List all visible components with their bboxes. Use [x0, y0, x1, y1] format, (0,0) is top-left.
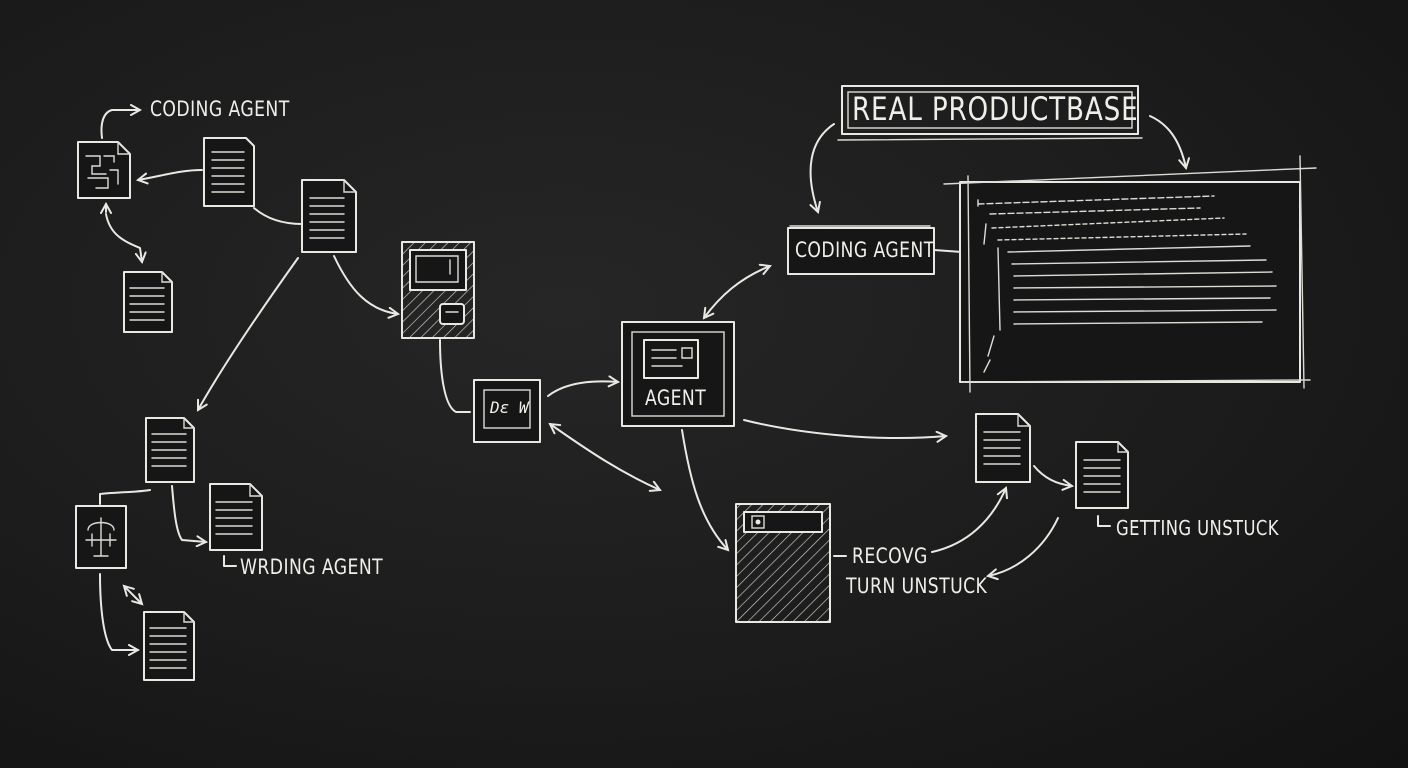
turn-unstuck-label: TURN UNSTUCK [846, 574, 988, 598]
blueprint-doc-icon [77, 141, 131, 199]
hatched-window-box [735, 503, 831, 623]
agent-box[interactable] [621, 321, 735, 427]
document-icon [123, 271, 173, 333]
agent-label: AGENT [645, 386, 707, 410]
coding-agent-label-right: CODING AGENT [795, 238, 935, 262]
tree-upload-icon [75, 505, 127, 569]
document-icon [975, 413, 1031, 483]
document-icon [203, 137, 255, 207]
document-icon [1075, 441, 1129, 509]
small-doc-card [473, 379, 541, 443]
getting-unstuck-label: GETTING UNSTUCK [1116, 516, 1279, 540]
recovg-label: RECOVG [852, 544, 928, 568]
doc-glyph-text: Dɛ W [490, 398, 529, 417]
document-icon [209, 483, 263, 551]
code-window [943, 155, 1317, 393]
real-productbase-box [837, 85, 1143, 141]
hatched-device-icon [401, 241, 475, 339]
document-icon [143, 611, 195, 681]
real-productbase-label: REAL PRODUCTBASE [852, 90, 1139, 128]
document-icon [145, 417, 195, 483]
writing-agent-label: WRDING AGENT [240, 555, 384, 579]
document-icon [301, 179, 357, 253]
coding-agent-box [787, 225, 935, 275]
coding-agent-label-left: CODING AGENT [150, 97, 290, 121]
